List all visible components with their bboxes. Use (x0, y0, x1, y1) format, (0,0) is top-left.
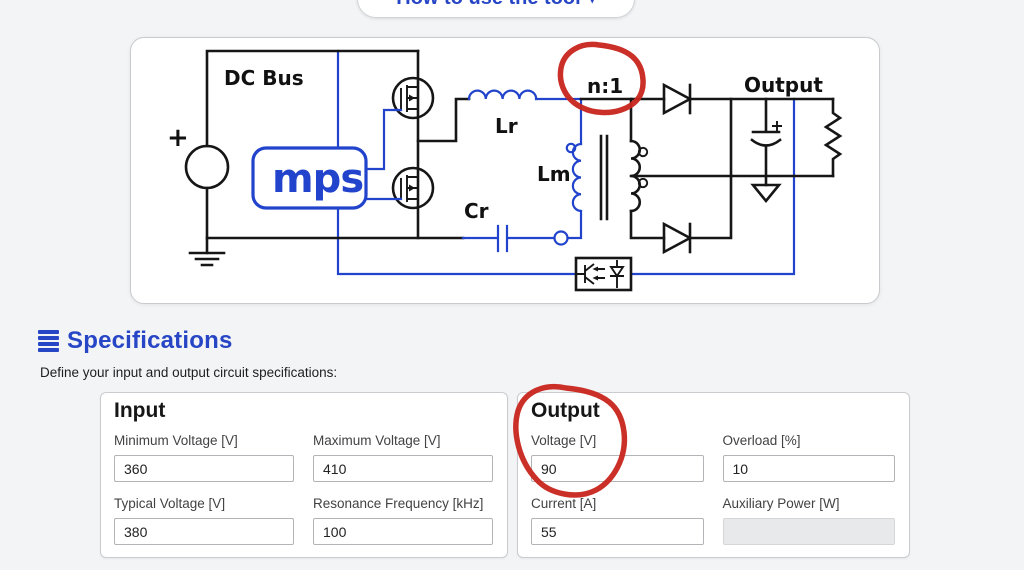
mosfet-low-gate (400, 175, 418, 202)
dc-bus-top-wire (205, 49, 420, 148)
overload-label: Overload [%] (722, 433, 801, 448)
cathode-join-wire (688, 97, 733, 240)
optocoupler-led-wires (610, 260, 624, 288)
list-menu-icon (38, 328, 59, 354)
mosfet-low-arrow (409, 184, 415, 192)
llc-converter-schematic: mps DC Bus + Lr Lm Cr n:1 Output (167, 41, 843, 292)
load-resistor (823, 97, 843, 178)
minimum-voltage-label: Minimum Voltage [V] (114, 433, 238, 448)
maximum-voltage-label: Maximum Voltage [V] (313, 433, 441, 448)
output-voltage-input[interactable] (531, 455, 704, 482)
circuit-diagram-card: mps DC Bus + Lr Lm Cr n:1 Output (130, 37, 880, 304)
auxiliary-power-input (722, 518, 895, 545)
transformer-core (599, 134, 609, 221)
minimum-voltage-input[interactable] (114, 455, 294, 482)
field-auxiliary-power: Auxiliary Power [W] (722, 496, 895, 545)
voltage-source-symbol (184, 144, 230, 190)
diode-bottom (662, 221, 693, 255)
feedback-wire-right (629, 97, 796, 276)
primary-polarity-dot (565, 142, 577, 154)
cr-capacitor (461, 224, 556, 253)
output-cap-plate (751, 97, 781, 134)
output-spec-panel: Output Voltage [V] Overload [%] Current … (517, 392, 910, 558)
resonance-frequency-label: Resonance Frequency [kHz] (313, 496, 484, 511)
mps-logo-box (251, 146, 368, 210)
auxiliary-power-label: Auxiliary Power [W] (722, 496, 840, 511)
optocoupler-arrowhead-1 (592, 266, 598, 272)
primary-bottom-wire (566, 209, 583, 240)
optocoupler-arrows (597, 268, 605, 279)
specifications-title: Specifications (67, 327, 233, 354)
mosfet-high-symbol (391, 76, 435, 120)
optocoupler-arrowhead-2 (592, 275, 598, 281)
mosfet-high-arrow (409, 94, 415, 102)
output-voltage-label: Voltage [V] (531, 433, 597, 448)
gate-wire-high (364, 108, 403, 171)
field-output-voltage: Voltage [V] (531, 433, 704, 482)
field-output-current: Current [A] (531, 496, 704, 545)
output-label: Output (744, 73, 823, 97)
source-plus-sign: + (167, 123, 189, 153)
overload-input[interactable] (722, 455, 895, 482)
output-current-label: Current [A] (531, 496, 597, 511)
mosfet-high-gate (400, 85, 418, 112)
dc-bus-label: DC Bus (224, 66, 304, 90)
typical-voltage-input[interactable] (114, 518, 294, 545)
ground-symbol-left (188, 251, 226, 267)
output-current-input[interactable] (531, 518, 704, 545)
output-panel-title: Output (531, 399, 600, 422)
field-typical-voltage: Typical Voltage [V] (114, 496, 294, 545)
resonant-node-terminal (553, 230, 569, 246)
mosfet-low-symbol (391, 166, 435, 210)
secondary-polarity-dot-top (637, 146, 649, 158)
optocoupler-transistor (576, 263, 595, 285)
annotation-circle-turns-ratio (557, 41, 646, 116)
field-resonance-frequency: Resonance Frequency [kHz] (313, 496, 493, 545)
mps-logo-text: mps (272, 156, 363, 202)
lm-label: Lm (537, 162, 571, 186)
field-maximum-voltage: Maximum Voltage [V] (313, 433, 493, 482)
cr-label: Cr (464, 199, 489, 223)
specifications-header: Specifications (38, 327, 233, 355)
how-to-use-tool-button[interactable]: How to use the tool ▾ (357, 0, 635, 18)
how-to-use-tool-label: How to use the tool (396, 0, 580, 10)
field-overload: Overload [%] (722, 433, 895, 482)
switch-node-wire (416, 97, 471, 143)
lr-label: Lr (495, 114, 518, 138)
typical-voltage-label: Typical Voltage [V] (114, 496, 226, 511)
cap-plus-sign (772, 121, 782, 131)
secondary-polarity-dot-bottom (637, 177, 649, 189)
input-spec-panel: Input Minimum Voltage [V] Maximum Voltag… (100, 392, 508, 558)
output-cap-curved-plate (750, 138, 782, 147)
caret-down-icon: ▾ (589, 0, 596, 7)
feedback-wire-left (336, 49, 578, 276)
specifications-subheading: Define your input and output circuit spe… (40, 365, 338, 380)
input-panel-title: Input (114, 399, 166, 422)
diode-top (662, 82, 693, 116)
lr-inductor (467, 89, 538, 101)
ground-symbol-output (750, 183, 782, 204)
secondary-bottom-wire (629, 209, 666, 240)
field-minimum-voltage: Minimum Voltage [V] (114, 433, 294, 482)
primary-winding-lm (571, 142, 583, 213)
maximum-voltage-input[interactable] (313, 455, 493, 482)
optocoupler-led (609, 266, 625, 278)
turns-ratio-label: n:1 (587, 74, 623, 98)
resonance-frequency-input[interactable] (313, 518, 493, 545)
